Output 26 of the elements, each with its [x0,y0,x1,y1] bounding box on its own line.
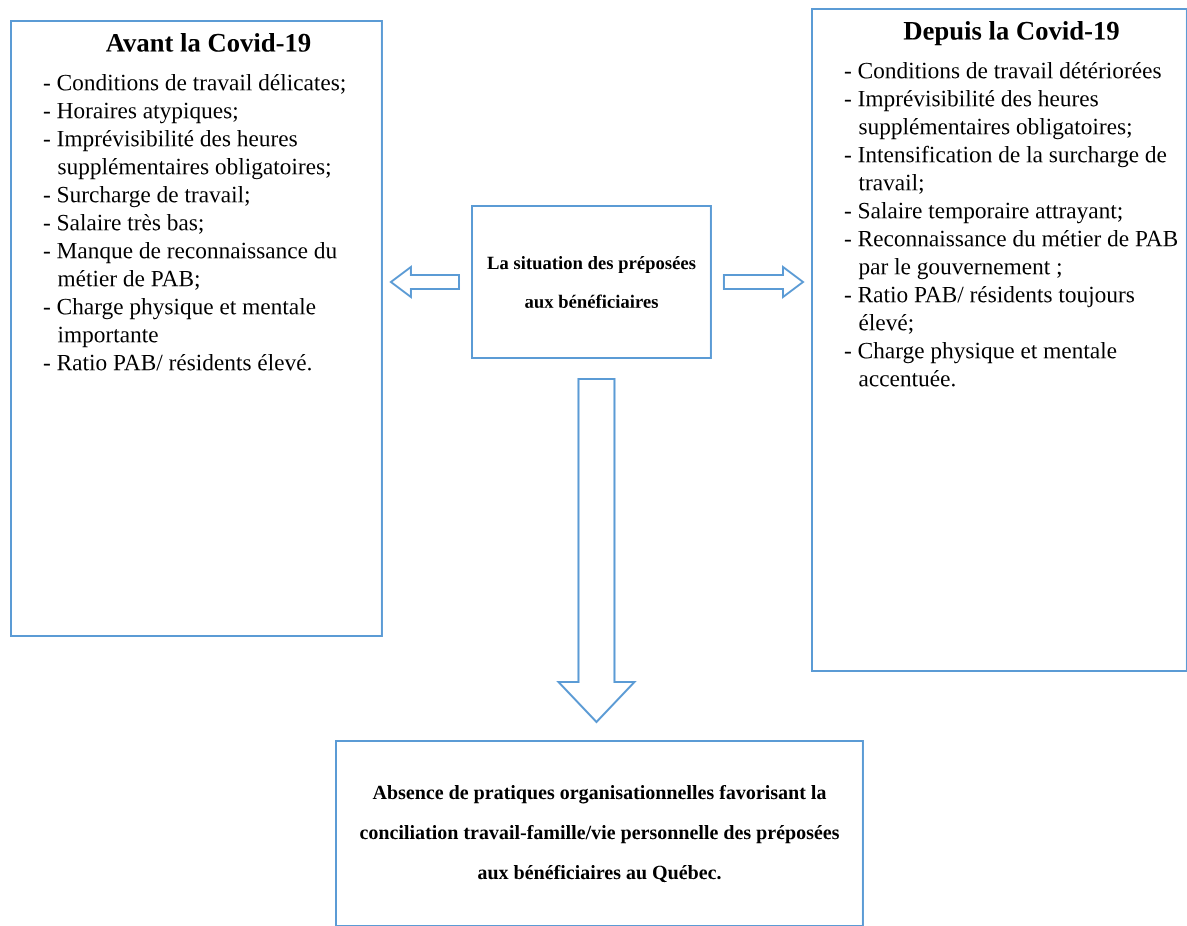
list-item: - Salaire temporaire attrayant; [844,202,1122,224]
list-item: - Charge physique et mentale importante [43,298,316,348]
box-text: La situation des préposées aux bénéficiaires [487,256,696,308]
box-title: Depuis la Covid-19 [903,21,1119,46]
list-item: - Conditions de travail détériorées [844,61,1161,79]
list-item: - Imprévisibilité des heures supplémentaires obligatoires; [844,89,1131,140]
text-box [811,8,1187,672]
list-item: - Intensification de la surcharge de travail; [844,145,1167,194]
block-arrow [556,378,637,724]
box-text: Absence de pratiques organisationnelles favorisant la conciliation travail-famille/vie personnelle des préposées aux bénéficiaires au Québec. [360,784,839,883]
list-item: - Horaires atypiques; [43,102,237,124]
list-item: - Reconnaissance du métier de PAB par le gouvernement ; [844,229,1178,280]
block-arrow [389,265,460,299]
text-box [471,205,712,359]
list-item: - Surcharge de travail; [43,186,249,208]
block-arrow [722,265,805,299]
list-item: - Ratio PAB/ résidents élevé. [43,353,311,371]
list-item: - Salaire très bas; [43,213,203,234]
conclusion-box [335,740,864,926]
list-item: - Ratio PAB/ résidents toujours élevé; [844,285,1134,334]
list-item: - Charge physique et mentale accentuée. [844,342,1117,387]
list-item: - Conditions de travail délicates; [43,73,345,94]
list-item: - Manque de reconnaissance du métier de PAB; [43,242,337,290]
list-item: - Imprévisibilité des heures supplémentaires obligatoires; [43,129,330,180]
box-title: Avant la Covid-19 [106,33,311,52]
text-box [10,20,383,637]
